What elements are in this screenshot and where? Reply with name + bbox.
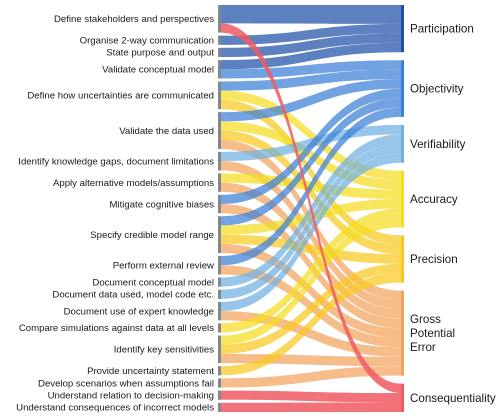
left-node-bar-model_range (218, 216, 221, 254)
left-node-bar-decision (218, 390, 221, 400)
left-node-bar-sensitivities (218, 335, 221, 364)
link-stakeholders-to-consequentiality (221, 23, 401, 394)
left-node-bar-external_review (218, 256, 221, 275)
left-node-label-decision: Understand relation to decision-making (48, 390, 214, 401)
left-node-label-validate_data: Validate the data used (119, 126, 214, 137)
link-expert-to-verifiability (221, 153, 401, 312)
right-node-bars (401, 5, 404, 412)
left-node-bar-cognitive (218, 194, 221, 214)
left-node-bar-uncert_statement (218, 366, 221, 376)
right-node-bar-objectivity (401, 60, 404, 117)
link-cognitive-to-objectivity (221, 88, 401, 204)
left-node-bar-consequences (218, 402, 221, 412)
left-node-label-validate_conceptual: Validate conceptual model (102, 65, 214, 76)
right-node-bar-participation (401, 5, 404, 53)
left-node-label-knowledge_gaps: Identify knowledge gaps, document limita… (18, 156, 214, 167)
link-validate_conceptual-to-objectivity (221, 60, 401, 79)
link-scenarios-to-gross (221, 366, 401, 388)
right-node-labels: ParticipationObjectivityVerifiabilityAcc… (410, 23, 496, 405)
left-node-label-expert: Document use of expert knowledge (64, 306, 214, 317)
right-node-label-participation: Participation (410, 23, 474, 36)
link-uncert_comm-to-precision (221, 99, 401, 245)
left-node-bar-doc_conceptual (218, 277, 221, 287)
link-model_range-to-objectivity (221, 98, 401, 226)
link-model_range-to-gross (221, 243, 401, 338)
left-node-label-scenarios: Develop scenarios when assumptions fail (38, 378, 214, 389)
left-node-label-external_review: Perform external review (113, 261, 214, 272)
link-uncert_statement-to-precision (221, 273, 401, 376)
left-node-label-uncert_comm: Define how uncertainties are communicate… (27, 91, 214, 102)
right-node-label-objectivity: Objectivity (410, 83, 464, 96)
link-validate_data-to-accuracy (221, 121, 401, 190)
left-node-bar-validate_conceptual (218, 60, 221, 79)
left-node-label-doc_data: Document data used, model code etc. (52, 290, 214, 301)
link-purpose-to-participation (221, 33, 401, 58)
right-node-label-line: Accuracy (410, 193, 458, 206)
left-node-bar-purpose (218, 47, 221, 58)
link-validate_data-to-objectivity (221, 79, 401, 122)
link-layer (221, 5, 401, 412)
link-consequences-to-consequentiality (221, 402, 401, 412)
link-decision-to-consequentiality (221, 390, 401, 403)
left-node-labels: Define stakeholders and perspectivesOrga… (16, 14, 214, 414)
link-comm2way-to-participation (221, 23, 401, 45)
right-node-label-line: Error (410, 341, 436, 354)
link-uncert_comm-to-objectivity (221, 69, 401, 91)
left-node-label-sensitivities: Identify key sensitivities (114, 345, 214, 356)
left-node-label-comm2way: Organise 2-way communication (80, 36, 214, 47)
right-node-label-line: Objectivity (410, 83, 464, 96)
left-node-bar-doc_data (218, 289, 221, 299)
right-node-bar-consequentiality (401, 383, 404, 412)
link-validate_data-to-precision (221, 130, 401, 255)
left-node-label-compare_sim: Compare simulations against data at all … (19, 323, 214, 334)
left-node-label-uncert_statement: Provide uncertainty statement (87, 366, 214, 377)
left-node-bars (218, 5, 221, 412)
right-node-label-line: Gross (410, 313, 441, 326)
left-node-bar-uncert_comm (218, 81, 221, 110)
right-node-label-line: Precision (410, 253, 458, 266)
link-uncert_comm-to-accuracy (221, 90, 401, 181)
left-node-bar-alt_models (218, 173, 221, 192)
left-node-label-purpose: State purpose and output (106, 48, 214, 59)
right-node-label-consequentiality: Consequentiality (410, 392, 496, 405)
left-node-bar-compare_sim (218, 323, 221, 333)
right-node-bar-accuracy (401, 170, 404, 228)
link-external_review-to-objectivity (221, 107, 401, 266)
left-node-bar-knowledge_gaps (218, 151, 221, 171)
left-node-label-alt_models: Apply alternative models/assumptions (53, 178, 214, 189)
link-sensitivities-to-accuracy (221, 217, 401, 345)
left-node-label-model_range: Specify credible model range (90, 230, 214, 241)
link-sensitivities-to-precision (221, 263, 401, 354)
left-node-bar-comm2way (218, 35, 221, 45)
right-node-label-verifiability: Verifiability (410, 138, 466, 151)
left-node-bar-expert (218, 301, 221, 321)
left-node-label-doc_conceptual: Document conceptual model (92, 277, 214, 288)
link-doc_data-to-verifiability (221, 143, 401, 299)
right-node-label-line: Verifiability (410, 138, 466, 151)
right-node-bar-verifiability (401, 124, 404, 163)
right-node-label-line: Participation (410, 23, 474, 36)
right-node-label-line: Potential (410, 327, 455, 340)
left-node-label-consequences: Understand consequences of incorrect mod… (16, 403, 214, 414)
left-node-bar-validate_data (218, 112, 221, 149)
link-expert-to-gross (221, 311, 401, 357)
right-node-label-precision: Precision (410, 253, 458, 266)
right-node-label-accuracy: Accuracy (410, 193, 458, 206)
link-stakeholders-to-participation (221, 5, 401, 24)
left-node-label-cognitive: Mitigate cognitive biases (109, 199, 214, 210)
left-node-bar-scenarios (218, 378, 221, 388)
left-node-label-stakeholders: Define stakeholders and perspectives (54, 14, 214, 25)
right-node-bar-precision (401, 235, 404, 283)
left-node-bar-stakeholders (218, 5, 221, 33)
link-compare_sim-to-accuracy (221, 208, 401, 333)
right-node-bar-gross (401, 290, 404, 376)
right-node-label-line: Consequentiality (410, 392, 496, 405)
